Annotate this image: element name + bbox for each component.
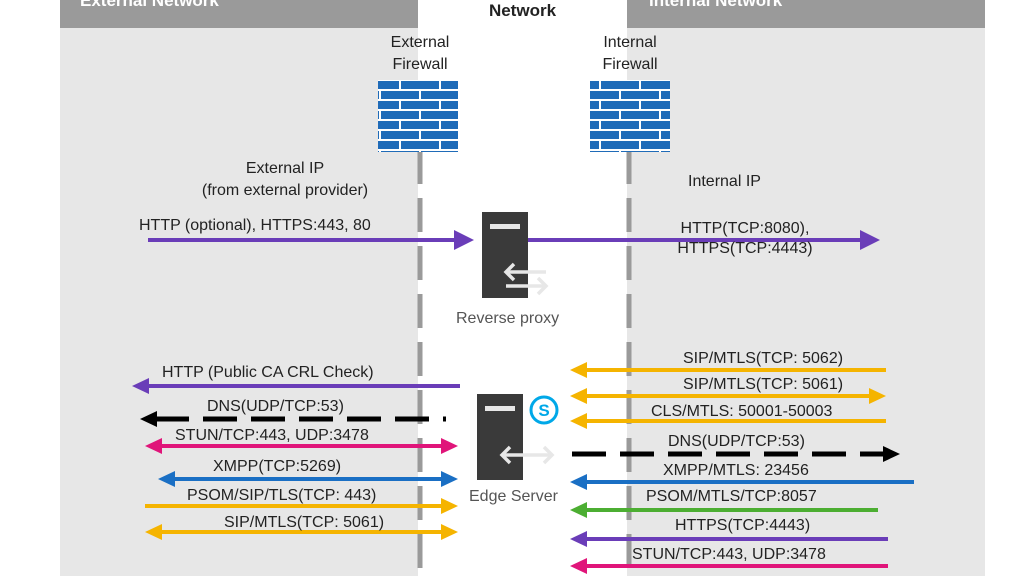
edge-internal-flow-label: STUN/TCP:443, UDP:3478 [632,546,826,563]
edge-server-icon [477,394,555,480]
proxy-external-flow-label: HTTP (optional), HTTPS:443, 80 [139,217,371,234]
flow-arrow [145,438,458,454]
svg-text:S: S [538,401,549,420]
proxy-internal-flow-label-line2: HTTPS(TCP:4443) [677,240,813,257]
external-network-zone [60,28,418,576]
edge-external-flow-label: SIP/MTLS(TCP: 5061) [224,514,385,531]
internal-network-title: Internal Network [649,0,783,10]
edge-internal-flow-label: CLS/MTLS: 50001-50003 [651,403,833,420]
flow-arrow [570,531,888,547]
flow-arrow [145,498,458,514]
external-network-header: External Network [60,0,418,28]
edge-external-flow-label: PSOM/SIP/TLS(TCP: 443) [187,487,377,504]
flow-arrow [570,474,914,490]
edge-internal-flow-label: XMPP/MTLS: 23456 [663,462,809,479]
internal-firewall-label-line1: Internal [603,34,657,51]
edge-internal-flow-label: PSOM/MTLS/TCP:8057 [646,488,817,505]
internal-ip-label: Internal IP [688,173,761,190]
external-firewall-label-line2: Firewall [392,56,448,73]
edge-internal-flow-label: HTTPS(TCP:4443) [675,517,811,534]
flow-arrow [132,378,460,394]
external-ip-label-line1: External IP [245,160,325,177]
external-firewall-label: External Firewall [372,33,468,74]
internal-firewall-label-line2: Firewall [602,56,658,73]
edge-external-flow-label: XMPP(TCP:5269) [213,458,342,475]
skype-icon: S [529,395,559,425]
proxy-external-flow-arrow [148,230,474,250]
external-firewall-label-line1: External [390,34,450,51]
perimeter-network-title: Network [488,1,557,20]
flow-arrow [570,558,888,574]
flow-arrow [570,502,878,518]
external-network-title: External Network [80,0,219,10]
edge-external-flow-arrows [132,378,460,540]
edge-internal-flow-label: SIP/MTLS(TCP: 5061) [683,376,844,393]
flow-arrow [570,388,886,404]
flow-arrow [145,524,458,540]
external-ip-label-line2: (from external provider) [201,182,369,199]
edge-internal-flow-label: SIP/MTLS(TCP: 5062) [683,350,844,367]
edge-external-flow-label: DNS(UDP/TCP:53) [207,398,344,415]
edge-external-flow-label: STUN/TCP:443, UDP:3478 [175,427,369,444]
internal-firewall-icon [590,80,670,152]
proxy-internal-flow-label-line1: HTTP(TCP:8080), [680,220,810,237]
flow-arrow [572,446,900,462]
flow-arrow [140,411,446,427]
internal-network-zone [627,28,985,576]
proxy-internal-flow-label: HTTP(TCP:8080), HTTPS(TCP:4443) [650,219,840,258]
internal-network-header: Internal Network [627,0,985,28]
external-firewall-icon [378,80,458,152]
flow-arrow [570,413,886,429]
edge-internal-flow-arrows [570,362,914,574]
edge-server-label: Edge Server [469,488,558,505]
reverse-proxy-label: Reverse proxy [456,310,560,327]
edge-internal-flow-label: DNS(UDP/TCP:53) [668,433,805,450]
proxy-internal-flow-arrow [528,230,880,250]
internal-firewall-label: Internal Firewall [582,33,678,74]
flow-arrow [570,362,886,378]
external-ip-label: External IP (from external provider) [170,159,400,200]
edge-external-flow-label: HTTP (Public CA CRL Check) [162,364,374,381]
flow-arrow [158,471,458,487]
reverse-proxy-server-icon [482,212,549,298]
